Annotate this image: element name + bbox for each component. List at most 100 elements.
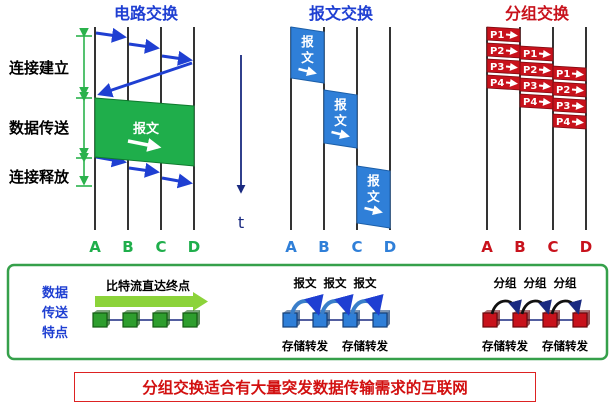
packet-node-label-a: A [481, 238, 493, 256]
message-block-label: 文 [367, 189, 380, 204]
circuit-feature-nodes [92, 310, 200, 328]
circuit-data-label: 报文 [133, 121, 160, 137]
packet-arrow-icon [571, 85, 584, 94]
packet-arrow-icon [571, 69, 584, 78]
packet-hop-label: 分组 [524, 276, 547, 290]
circuit-signal-arrows [95, 27, 193, 189]
circuit-node-label-a: A [89, 238, 101, 256]
packet-arrow-icon [505, 62, 518, 71]
message-node-label-b: B [318, 238, 329, 256]
packet-block-p4: P4 [519, 93, 554, 110]
packet-label: P1 [490, 30, 504, 41]
packet-block-p1: P1 [519, 45, 554, 62]
message-block-label: 报 [367, 173, 380, 188]
packet-block-p3: P3 [519, 77, 554, 94]
phase-bracket [76, 28, 92, 187]
packet-arrow-icon [505, 30, 518, 39]
packet-hop-arrow-icon [550, 299, 582, 315]
message-switching-title: 报文交换 [309, 4, 374, 23]
message-hop-arrow-icon [290, 293, 324, 316]
features-title-line-3: 特点 [42, 325, 68, 341]
conclusion-banner: 分组交换适合有大量突发数据传输需求的互联网 [74, 372, 536, 402]
circuit-feature-node-icon [182, 310, 200, 328]
packet-block-p2: P2 [486, 42, 521, 59]
packet-block-p3: P3 [486, 58, 521, 75]
packet-block-p2: P2 [552, 81, 587, 98]
store-forward-label: 存储转发 [482, 339, 528, 353]
packet-arrow-icon [571, 117, 584, 126]
packet-label: P4 [556, 117, 570, 128]
packet-label: P4 [523, 97, 537, 108]
store-forward-label: 存储转发 [282, 339, 328, 353]
packet-label: P2 [523, 65, 537, 76]
packet-arrow-icon [538, 97, 551, 106]
packet-feature: 分组分组分组存储转发存储转发 [482, 276, 590, 353]
packet-arrow-icon [571, 101, 584, 110]
message-feature-node-icon [372, 310, 390, 328]
circuit-data-band [94, 97, 195, 167]
phase-label-setup: 连接建立 [9, 59, 69, 77]
message-node-label-d: D [384, 238, 396, 256]
features-title-line-2: 传送 [41, 305, 69, 321]
circuit-node-label-c: C [155, 238, 166, 256]
circuit-switching-title: 电路交换 [114, 4, 179, 23]
message-hop-arrow-icon [320, 293, 354, 316]
circuit-node-label-b: B [122, 238, 133, 256]
message-node-label-a: A [285, 238, 297, 256]
circuit-feature-node-icon [122, 310, 140, 328]
packet-label: P3 [556, 101, 570, 112]
packet-label: P3 [490, 62, 504, 73]
message-arrow-icon [364, 205, 383, 216]
circuit-feature-text: 比特流直达终点 [106, 278, 190, 293]
packet-hop-label: 分组 [494, 276, 517, 290]
packet-feature-node-icon [482, 310, 500, 328]
packet-block-p1: P1 [486, 26, 521, 43]
packet-arrow-icon [538, 81, 551, 90]
packet-node-label-c: C [547, 238, 558, 256]
packet-hop-label: 分组 [554, 276, 577, 290]
packet-label: P1 [523, 49, 537, 60]
message-node-label-c: C [351, 238, 362, 256]
packet-label: P2 [490, 46, 504, 57]
message-hop-label: 报文 [354, 276, 377, 290]
packet-node-label-d: D [580, 238, 592, 256]
circuit-node-label-d: D [188, 238, 200, 256]
message-block: 报文 [290, 26, 325, 84]
phase-label-transfer: 数据传送 [9, 119, 70, 137]
message-block: 报文 [356, 165, 391, 229]
packet-hop-arrow-icon [490, 299, 522, 315]
message-block-label: 文 [301, 50, 314, 65]
packet-arrow-icon [538, 65, 551, 74]
packet-block-p4: P4 [486, 74, 521, 91]
phase-label-release: 连接释放 [9, 168, 70, 186]
message-feature-node-icon [282, 310, 300, 328]
message-hop-label: 报文 [294, 276, 317, 290]
message-feature: 报文报文报文存储转发存储转发 [282, 276, 390, 353]
message-hop-arrow-icon [350, 293, 384, 316]
bitstream-arrow-icon [95, 292, 208, 311]
packet-label: P1 [556, 69, 570, 80]
packet-arrow-icon [538, 49, 551, 58]
store-forward-label: 存储转发 [342, 339, 388, 353]
message-arrow-icon [331, 129, 350, 140]
packet-label: P2 [556, 85, 570, 96]
time-axis-label: t [238, 213, 244, 232]
packet-block-p4: P4 [552, 113, 587, 130]
store-forward-label: 存储转发 [542, 339, 588, 353]
packet-hop-arrow-icon [520, 299, 552, 315]
packet-block-p1: P1 [552, 65, 587, 82]
features-frame [6, 263, 609, 361]
message-hop-label: 报文 [324, 276, 347, 290]
features-title-line-1: 数据 [42, 285, 68, 301]
message-block: 报文 [323, 89, 358, 149]
circuit-feature-node-icon [92, 310, 110, 328]
circuit-feature-node-icon [152, 310, 170, 328]
packet-arrow-icon [505, 78, 518, 87]
packet-arrow-icon [505, 46, 518, 55]
packet-block-p3: P3 [552, 97, 587, 114]
packet-switching-title: 分组交换 [505, 4, 570, 23]
